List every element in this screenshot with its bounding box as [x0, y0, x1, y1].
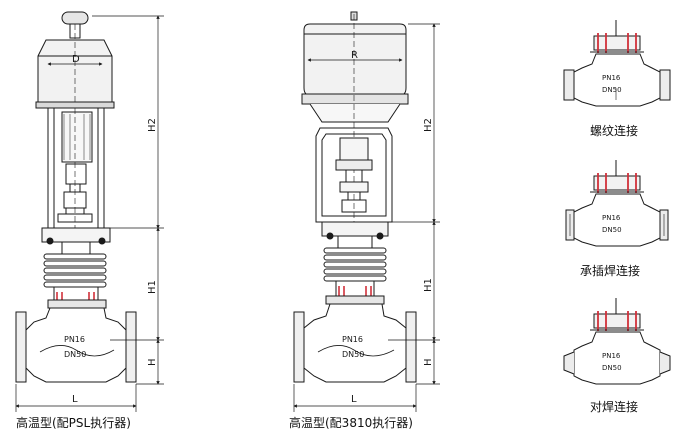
middle-dim-l: L	[351, 394, 357, 405]
butt-weld-connection-text: PN16 DN50	[602, 352, 622, 372]
left-valve-text: D H2 H1 H L PN16 DN50	[64, 54, 158, 405]
middle-body-label-pn: PN16	[342, 335, 363, 344]
butt-weld-connection-caption: 对焊连接	[590, 400, 639, 414]
threaded-connection-caption: 螺纹连接	[590, 124, 639, 138]
socket-weld-connection-drawing	[565, 160, 669, 247]
middle-valve-caption: 高温型(配3810执行器)	[289, 416, 413, 430]
left-valve	[15, 11, 164, 412]
middle-dim-h2: H2	[423, 118, 434, 132]
middle-body-flange	[325, 295, 385, 305]
butt-weld-connection-drawing	[563, 298, 671, 385]
left-cooling-fins	[43, 253, 107, 300]
left-dim-h1: H1	[147, 280, 158, 294]
left-body-flange	[47, 299, 107, 309]
left-body-label-pn: PN16	[64, 335, 85, 344]
threaded-label-dn: DN50	[602, 86, 622, 94]
middle-dim-r: R	[351, 50, 358, 61]
socket-weld-connection-text: PN16 DN50	[602, 214, 622, 234]
left-valve-body	[15, 307, 137, 383]
middle-body-label-dn: DN50	[342, 350, 364, 359]
threaded-connection-text: PN16 DN50	[602, 74, 622, 94]
socket-weld-label-dn: DN50	[602, 226, 622, 234]
middle-valve-body	[293, 303, 417, 383]
left-bonnet-flange	[41, 227, 111, 254]
left-yoke	[47, 108, 105, 230]
socket-weld-connection-caption: 承插焊连接	[580, 264, 641, 278]
left-dim-h: H	[147, 358, 158, 366]
left-dim-h2: H2	[147, 118, 158, 132]
threaded-connection-drawing	[563, 20, 671, 107]
left-body-label-dn: DN50	[64, 350, 86, 359]
middle-dim-h1: H1	[423, 278, 434, 292]
middle-dimensions	[293, 23, 440, 412]
middle-valve-text: R H2 H1 H L PN16 DN50	[342, 50, 434, 405]
left-dim-l: L	[72, 394, 78, 405]
middle-dim-h: H	[423, 358, 434, 366]
butt-weld-label-pn: PN16	[602, 352, 621, 360]
left-dimensions	[15, 15, 164, 412]
left-dim-d: D	[72, 54, 80, 65]
socket-weld-label-pn: PN16	[602, 214, 621, 222]
middle-cooling-fins	[323, 247, 387, 296]
threaded-label-pn: PN16	[602, 74, 621, 82]
middle-valve	[293, 11, 440, 412]
middle-bonnet-flange	[321, 221, 389, 248]
left-actuator-housing	[35, 24, 115, 109]
butt-weld-label-dn: DN50	[602, 364, 622, 372]
left-valve-caption: 高温型(配PSL执行器)	[16, 416, 131, 430]
